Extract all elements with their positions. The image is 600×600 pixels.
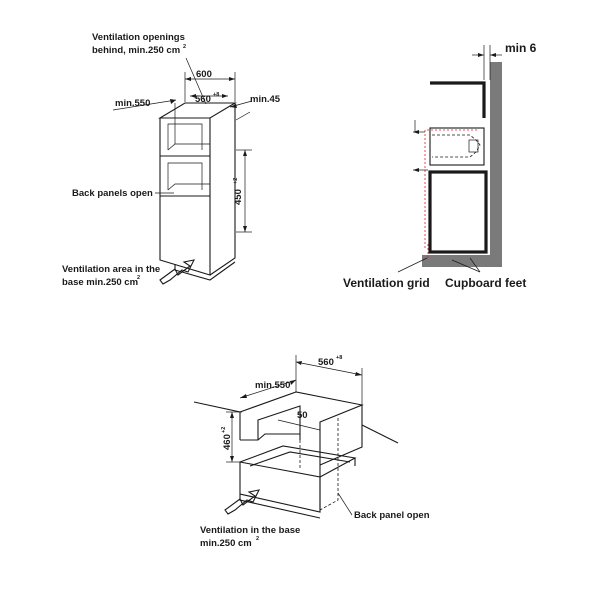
svg-text:2: 2 xyxy=(183,44,186,50)
oven-component xyxy=(468,139,479,153)
svg-text:+2: +2 xyxy=(221,427,227,433)
vent-behind-label-2: behind, min.250 cm xyxy=(92,45,180,56)
cabinet-plinth xyxy=(174,261,236,281)
dim-560-label: 560 xyxy=(195,94,211,105)
feet-leader-2 xyxy=(469,257,481,273)
niche-upper xyxy=(167,123,203,150)
undercounter-diagram: 560 +8 min.550 50 460 +2 Back panel open… xyxy=(193,355,430,549)
vent-grid-leader xyxy=(397,257,428,273)
dim-min550-label: min.550 xyxy=(255,380,290,391)
svg-text:+2: +2 xyxy=(233,178,239,184)
dim-min6-label: min 6 xyxy=(505,41,537,55)
section-diagram: min 6 Ventilation grid Cupboard feet xyxy=(343,41,537,290)
vent-grid-label: Ventilation grid xyxy=(343,276,430,290)
back-panel-label: Back panel open xyxy=(354,510,430,521)
niche-lower xyxy=(167,162,203,190)
svg-text:2: 2 xyxy=(137,275,140,281)
svg-text:+8: +8 xyxy=(213,92,219,98)
plinth-top xyxy=(239,445,357,478)
niche-left xyxy=(240,433,300,441)
niche-upper-shelf xyxy=(167,143,210,151)
dim-560-label: 560 xyxy=(318,357,334,368)
wall xyxy=(490,62,502,267)
niche-back xyxy=(257,405,301,440)
vent-label-1: Ventilation in the base xyxy=(200,525,300,536)
feet-leader-1 xyxy=(451,259,481,273)
vent-base-label-1: Ventilation area in the xyxy=(62,264,160,275)
cabinet-top xyxy=(158,102,237,119)
plinth-inner xyxy=(249,451,351,467)
niche-lower-shelf xyxy=(167,183,210,191)
dim-460-label: 460 xyxy=(222,434,233,450)
svg-text:+8: +8 xyxy=(336,355,342,361)
oven-outline xyxy=(432,134,481,158)
worktop-right-ext xyxy=(361,424,399,444)
dim-min45-label: min.45 xyxy=(250,94,281,105)
base-vent-arrow xyxy=(224,489,260,515)
cupboard-feet-label: Cupboard feet xyxy=(445,276,526,290)
dim-50-label: 50 xyxy=(297,410,308,421)
cabinet-side xyxy=(209,103,236,276)
lower-cabinet xyxy=(428,170,488,254)
back-panel-dash-2 xyxy=(319,418,339,511)
back-panel-leader xyxy=(337,492,353,516)
upper-cabinet xyxy=(430,81,486,118)
plinth-front xyxy=(239,461,321,513)
vent-behind-label-1: Ventilation openings xyxy=(92,32,185,43)
vent-base-label-2: base min.250 cm xyxy=(62,277,138,288)
worktop-left xyxy=(193,401,241,440)
dim-450-label: 450 xyxy=(233,189,244,205)
dim-min550-label: min.550 xyxy=(115,98,150,109)
back-panels-label: Back panels open xyxy=(72,188,153,199)
floor-plinth xyxy=(422,255,502,267)
vent-label-2: min.250 cm xyxy=(200,538,252,549)
oven-box xyxy=(429,127,485,166)
svg-text:2: 2 xyxy=(256,536,259,542)
vent-path xyxy=(424,129,477,248)
dim-600-label: 600 xyxy=(196,69,212,80)
base-vent-arrow xyxy=(159,259,195,285)
tall-cabinet-diagram: 600 560 +8 Ventilation openings behind, … xyxy=(62,32,281,288)
vent-behind-leader xyxy=(185,57,207,105)
